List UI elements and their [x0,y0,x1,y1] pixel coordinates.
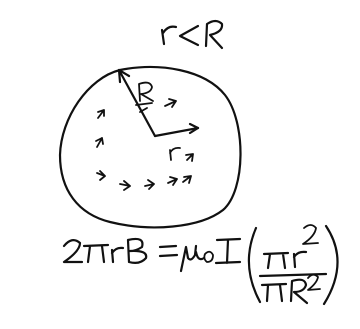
condition-label [160,19,224,50]
small-radius-label [169,146,181,161]
small-radius-arrow [153,122,200,138]
big-radius-arrow [117,68,157,138]
big-radius-label [138,81,154,102]
field-arrows [95,98,194,191]
ampere-equation [62,224,339,306]
circle-boundary [58,65,242,229]
